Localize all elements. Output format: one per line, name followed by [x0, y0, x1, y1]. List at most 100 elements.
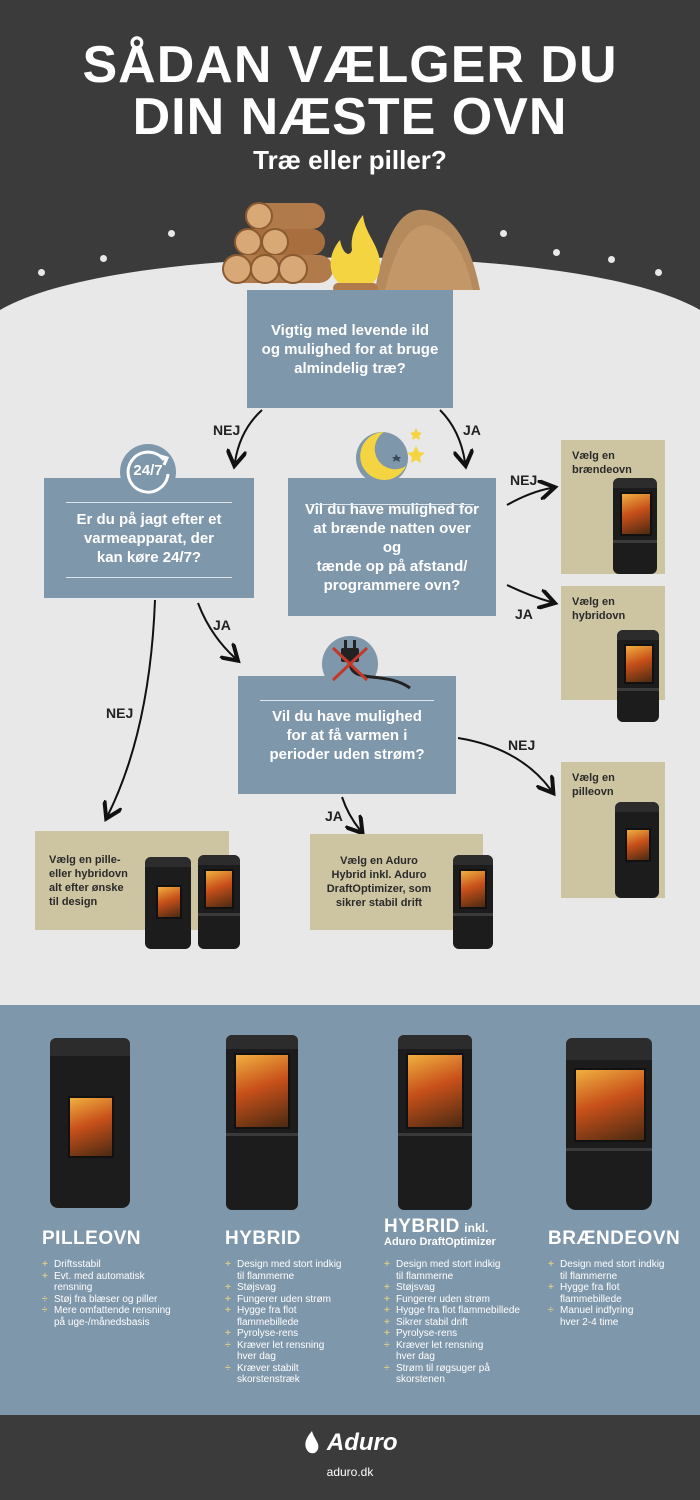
product-title-hybrid-2: HYBRID [384, 1216, 460, 1237]
moon-stars-icon [354, 424, 434, 486]
snow-dot [500, 230, 507, 237]
feature-item: +Design med stort indkig til flammerne [384, 1259, 534, 1282]
feature-mark: ÷ [225, 1339, 231, 1351]
clock-247-icon: 24/7 [120, 444, 176, 500]
label-nej-q2: NEJ [106, 705, 134, 721]
label-nej-q4: NEJ [508, 737, 536, 753]
feature-item: ÷ Kræver let rensning hver dag [225, 1340, 365, 1363]
feature-text: Kræver let rensning hver dag [237, 1339, 325, 1363]
arrow-q1-ja [439, 409, 465, 462]
feature-text: Støjsvag [396, 1282, 435, 1293]
feature-text: Strøm til røgsuger på skorstenen [396, 1362, 490, 1386]
braendeovn-stove-image [613, 478, 657, 574]
question-3-text: Vil du have mulighed for at brænde natte… [305, 500, 479, 594]
feature-item: +Støjsvag [225, 1282, 365, 1294]
snow-dot [38, 269, 45, 276]
snow-dot [608, 256, 615, 263]
feature-item: +Pyrolyse-rens [225, 1328, 365, 1340]
feature-text: Kræver stabilt skorstenstræk [237, 1362, 300, 1386]
feature-mark: ÷ [384, 1362, 390, 1374]
label-ja-q2: JA [213, 617, 231, 633]
feature-item: + Sikrer stabil drift [384, 1317, 534, 1329]
question-4-text: Vil du have mulighed for at få varmen i … [269, 707, 425, 763]
feature-text: Manuel indfyring hver 2-4 time [560, 1305, 634, 1328]
feature-mark: + [384, 1316, 390, 1328]
aduro-hybrid-stove-image [453, 855, 493, 949]
feature-item: +Design med stort indkig til flammerne [548, 1259, 688, 1282]
feature-text: Fungerer uden strøm [396, 1293, 490, 1305]
no-power-plug-icon [315, 630, 415, 694]
feature-mark: ÷ [384, 1339, 390, 1351]
snow-dot [553, 249, 560, 256]
label-nej-q1: NEJ [213, 422, 241, 438]
feature-text: Støj fra blæser og piller [54, 1293, 158, 1305]
feature-text: Fungerer uden strøm [237, 1293, 331, 1305]
feature-item: +Design med stort indkig til flammerne [225, 1259, 365, 1282]
question-box-4: Vil du have mulighed for at få varmen i … [238, 676, 456, 794]
feature-item: ÷Manuel indfyring hver 2-4 time [548, 1305, 688, 1328]
arrow-q2-ja [197, 602, 235, 658]
label-ja-q3: JA [515, 606, 533, 622]
feature-mark: + [225, 1305, 231, 1316]
feature-text: Hygge fra flot flammebillede [560, 1282, 622, 1305]
feature-item: + Hygge fra flot flammebillede [225, 1305, 365, 1328]
pilleovn-stove-image [145, 857, 191, 949]
feature-mark: ÷ [42, 1305, 48, 1316]
arrow-q4-nej [457, 737, 551, 790]
feature-text: Design med stort indkig til flammerne [396, 1259, 501, 1282]
feature-text: Pyrolyse-rens [237, 1328, 299, 1339]
question-box-3: Vil du have mulighed for at brænde natte… [288, 478, 496, 616]
footer-url[interactable]: aduro.dk [326, 1465, 374, 1479]
feature-item: +Støjsvag [384, 1282, 534, 1294]
pilleovn-product-image [50, 1038, 130, 1208]
hybrid-product-image [226, 1035, 298, 1210]
pilleovn-stove-image [615, 802, 659, 898]
snow-dot [655, 269, 662, 276]
feature-item: ÷ Kræver let rensning hver dag [384, 1340, 534, 1363]
feature-mark: ÷ [42, 1293, 48, 1305]
feature-item: +Hygge fra flot flammebillede [548, 1282, 688, 1305]
feature-text: Sikrer stabil drift [396, 1316, 468, 1328]
feature-item: ÷ Strøm til røgsuger på skorstenen [384, 1363, 534, 1386]
arrow-q3-ja [506, 584, 551, 602]
feature-mark: + [225, 1293, 231, 1305]
feature-list-hybrid: +Design med stort indkig til flammerne+S… [225, 1259, 365, 1386]
page-title-line2: DIN NÆSTE OVN [132, 88, 568, 146]
feature-list-hybrid-draftoptimizer: +Design med stort indkig til flammerne+S… [384, 1259, 534, 1386]
hybrid-stove-image [198, 855, 240, 949]
pellets-icon [375, 209, 480, 290]
feature-item: ÷ Kræver stabilt skorstenstræk [225, 1363, 365, 1386]
snow-dot [168, 230, 175, 237]
feature-text: Hygge fra flot flammebillede [237, 1305, 299, 1328]
feature-item: ÷ Støj fra blæser og piller [42, 1294, 182, 1306]
product-title-sub: Aduro DraftOptimizer [384, 1236, 496, 1248]
feature-list-braendeovn: +Design med stort indkig til flammerne+H… [548, 1259, 688, 1328]
label-ja-q4: JA [325, 808, 343, 824]
feature-text: Driftsstabil [54, 1259, 101, 1270]
question-1-text: Vigtig med levende ild og mulighed for a… [261, 321, 439, 377]
result-hybridovn: Vælg en hybridovn [561, 586, 665, 722]
label-ja-q1: JA [463, 422, 481, 438]
result-braendeovn: Vælg en brændeovn [561, 440, 665, 574]
result-pille-hybrid: Vælg en pille- eller hybridovn alt efter… [35, 831, 229, 930]
feature-mark: + [42, 1259, 48, 1270]
feature-item: + Driftsstabil [42, 1259, 182, 1271]
feature-text: Kræver let rensning hver dag [396, 1339, 484, 1363]
light-background [0, 0, 700, 1010]
feature-mark: + [548, 1259, 554, 1270]
product-title-hybrid: HYBRID [225, 1228, 301, 1249]
feature-text: Hygge fra flot flammebillede [396, 1305, 520, 1316]
aduro-logo: Aduro [0, 1429, 700, 1457]
feature-mark: + [225, 1259, 231, 1270]
feature-mark: ÷ [225, 1362, 231, 1374]
feature-mark: + [384, 1305, 390, 1316]
feature-item: +Fungerer uden strøm [384, 1294, 534, 1306]
result-pilleovn: Vælg en pilleovn [561, 762, 665, 898]
label-nej-q3: NEJ [510, 472, 538, 488]
hybrid-draftoptimizer-product-image [398, 1035, 472, 1210]
snow-dot [100, 255, 107, 262]
result-aduro-hybrid-text: Vælg en Aduro Hybrid inkl. Aduro DraftOp… [326, 855, 432, 909]
feature-text: Pyrolyse-rens [396, 1328, 458, 1339]
feature-item: ÷Mere omfattende rensning på uge-/måneds… [42, 1305, 182, 1328]
feature-list-pilleovn: +Driftsstabil+Evt. med automatisk rensni… [42, 1259, 182, 1328]
